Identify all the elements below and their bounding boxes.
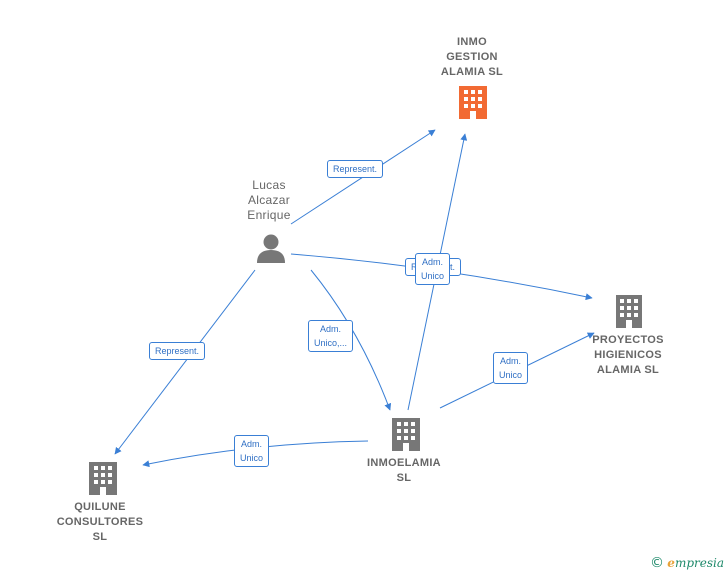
copyright-icon: © bbox=[649, 555, 664, 571]
node-label-lucas-alcazar-enrique[interactable]: Lucas Alcazar Enrique bbox=[247, 178, 291, 222]
edge-label-represent-lucas-inmo: Represent. bbox=[327, 160, 384, 178]
building-icon bbox=[616, 295, 642, 328]
edge-lucas-inmoelamia bbox=[310, 269, 392, 411]
edge-label-adm-unico-inmoelamia-quilune: Adm. Unico bbox=[234, 435, 270, 467]
building-icon bbox=[392, 418, 420, 451]
person-icon bbox=[257, 234, 285, 263]
edge-lucas-quilune bbox=[114, 269, 256, 455]
node-label-inmo-gestion-alamia[interactable]: INMO GESTION ALAMIA SL bbox=[440, 36, 504, 78]
empresia-brand[interactable]: © empresia bbox=[650, 555, 724, 571]
node-label-inmoelamia[interactable]: INMOELAMIA SL bbox=[367, 457, 441, 484]
building-icon bbox=[89, 462, 117, 495]
edge-label-represent-lucas-quilune: Represent. bbox=[149, 342, 206, 360]
brand-logo-text: mpresia bbox=[674, 556, 724, 570]
brand-logo-letter: e bbox=[667, 556, 675, 570]
edge-label-adm-unico-lucas-inmoelamia: Adm. Unico,... bbox=[308, 320, 354, 352]
building-icon bbox=[459, 86, 487, 119]
node-label-quilune-consultores[interactable]: QUILUNE CONSULTORES SL bbox=[56, 501, 144, 543]
node-label-proyectos-higienicos-alamia[interactable]: PROYECTOS HIGIENICOS ALAMIA SL bbox=[592, 334, 664, 376]
edge-label-adm-unico-inmoelamia-inmo: Adm. Unico bbox=[415, 253, 451, 285]
edge-label-adm-unico-inmoelamia-proyectos: Adm. Unico bbox=[493, 352, 529, 384]
